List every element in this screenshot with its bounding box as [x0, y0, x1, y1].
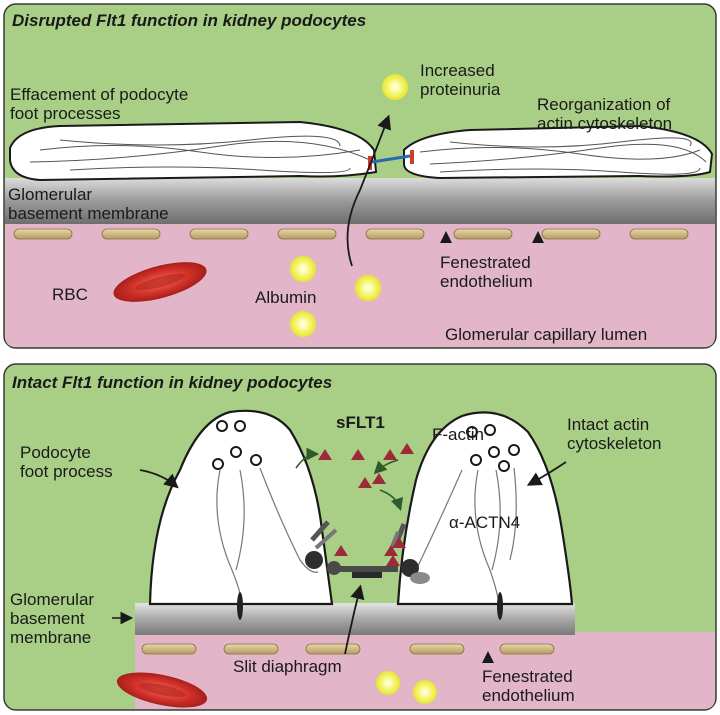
sflt1-molecules	[318, 443, 414, 566]
slit-diaphragm-arrow	[344, 584, 365, 655]
slit-diaphragm-label: Slit diaphragm	[233, 657, 342, 676]
bottom-panel-title: Intact Flt1 function in kidney podocytes	[12, 373, 332, 392]
vesicles	[212, 420, 520, 472]
proteinuria-label-line1: Increased	[420, 61, 495, 80]
albumin-molecule-bottom	[413, 680, 437, 704]
fenestrated-bottom-label-line1: Fenestrated	[482, 667, 573, 686]
sflt1-label: sFLT1	[336, 413, 385, 432]
gbm-label-line2: basement membrane	[8, 204, 169, 223]
gbm-anchor-left	[237, 592, 243, 620]
albumin-molecule	[355, 275, 381, 301]
lumen-label: Glomerular capillary lumen	[445, 325, 647, 344]
gbm-anchor-right	[497, 592, 503, 620]
rbc-label: RBC	[52, 285, 88, 304]
albumin-molecule	[290, 256, 316, 282]
albumin-molecule	[290, 311, 316, 337]
effacement-label-line1: Effacement of podocyte	[10, 85, 188, 104]
slit-diaphragm-complex	[305, 520, 430, 584]
actin-filaments	[29, 135, 707, 175]
bottom-panel: Intact Flt1 function in kidney podocytes…	[3, 363, 717, 711]
podocyte-label-line2: foot process	[20, 462, 113, 481]
top-panel-title: Disrupted Flt1 function in kidney podocy…	[12, 11, 366, 30]
intact-label-line1: Intact actin	[567, 415, 649, 434]
albumin-label: Albumin	[255, 288, 316, 307]
top-panel: Disrupted Flt1 function in kidney podocy…	[3, 3, 717, 349]
fenestrated-endothelium	[13, 228, 689, 240]
intact-cytoskeleton-arrow	[526, 461, 567, 486]
red-blood-cell-center	[134, 273, 186, 291]
fenestrated-label-line2: endothelium	[440, 272, 533, 291]
actn4-label: α-ACTN4	[449, 513, 520, 532]
reorg-label-line1: Reorganization of	[537, 95, 671, 114]
gbm-bottom-label-line3: membrane	[10, 628, 91, 647]
red-blood-cell-bottom-center	[138, 683, 186, 697]
albumin-molecule-bottom	[376, 671, 400, 695]
proteinuria-label-line2: proteinuria	[420, 80, 501, 99]
reorg-label-line2: actin cytoskeleton	[537, 114, 672, 133]
foot-process-left	[148, 409, 334, 606]
podocyte-pointer-arrow	[139, 469, 179, 489]
fenestrated-bottom-label-line2: endothelium	[482, 686, 575, 705]
effacement-label-line2: foot processes	[10, 104, 121, 123]
leakage-arrow	[346, 114, 391, 267]
gbm-bottom-label-line1: Glomerular	[10, 590, 94, 609]
effaced-foot-process-right	[403, 124, 714, 180]
capillary-lumen-bottom	[135, 632, 715, 709]
foot-process-right	[396, 411, 574, 606]
sflt1-flow-arrows	[295, 447, 404, 512]
gbm-bottom-label-line2: basement	[10, 609, 85, 628]
intact-label-line2: cytoskeleton	[567, 434, 662, 453]
fenestrated-label-line1: Fenestrated	[440, 253, 531, 272]
glomerular-basement-membrane	[5, 178, 715, 224]
fenestrated-endothelium-bottom	[141, 643, 555, 655]
podocyte-label-line1: Podocyte	[20, 443, 91, 462]
albumin-leaked	[382, 74, 408, 100]
factin-label: F-actin	[432, 425, 484, 444]
gbm-label-line1: Glomerular	[8, 185, 92, 204]
